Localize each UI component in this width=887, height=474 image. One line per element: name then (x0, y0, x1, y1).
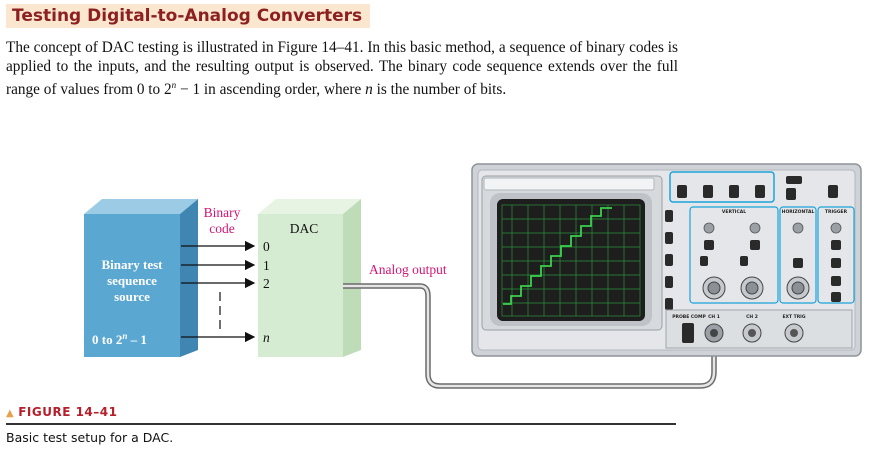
svg-text:0 to 2n – 1: 0 to 2n – 1 (92, 331, 147, 347)
oscilloscope: VERTICAL HORIZONTAL TRIGGER PROBE COMP C… (471, 163, 862, 357)
svg-text:Binary test: Binary test (101, 257, 163, 272)
triangle-icon: ▲ (6, 408, 15, 419)
probe-comp-label: PROBE COMP (672, 314, 706, 320)
svg-text:DAC: DAC (290, 221, 319, 236)
trigger-section-label: TRIGGER (825, 209, 848, 215)
vertical-section-label: VERTICAL (722, 209, 746, 215)
svg-text:source: source (114, 289, 150, 304)
figure-label: ▲FIGURE 14–41 (6, 405, 118, 419)
ch1-label: CH 1 (708, 314, 720, 320)
body-paragraph: The concept of DAC testing is illustrate… (6, 39, 678, 99)
svg-text:sequence: sequence (107, 273, 157, 288)
binary-source-block: Binary test sequence source 0 to 2n – 1 (84, 199, 198, 357)
ch2-label: CH 2 (746, 314, 758, 320)
input-lines: 0 1 2 n (181, 239, 270, 345)
input-label-2: 2 (263, 276, 270, 291)
binary-code-label-2: code (209, 221, 234, 236)
input-label-n: n (263, 330, 270, 345)
figure-divider (6, 423, 676, 425)
input-label-0: 0 (263, 239, 270, 254)
figure-caption: Basic test setup for a DAC. (6, 430, 174, 445)
ext-trig-label: EXT TRIG (782, 314, 805, 320)
analog-output-label: Analog output (369, 262, 447, 277)
input-label-1: 1 (263, 258, 270, 273)
horizontal-section-label: HORIZONTAL (782, 209, 815, 215)
staircase-waveform (503, 207, 612, 305)
section-heading: Testing Digital-to-Analog Converters (6, 4, 371, 28)
dac-block: DAC (258, 199, 361, 357)
binary-code-label: Binary (204, 205, 241, 220)
